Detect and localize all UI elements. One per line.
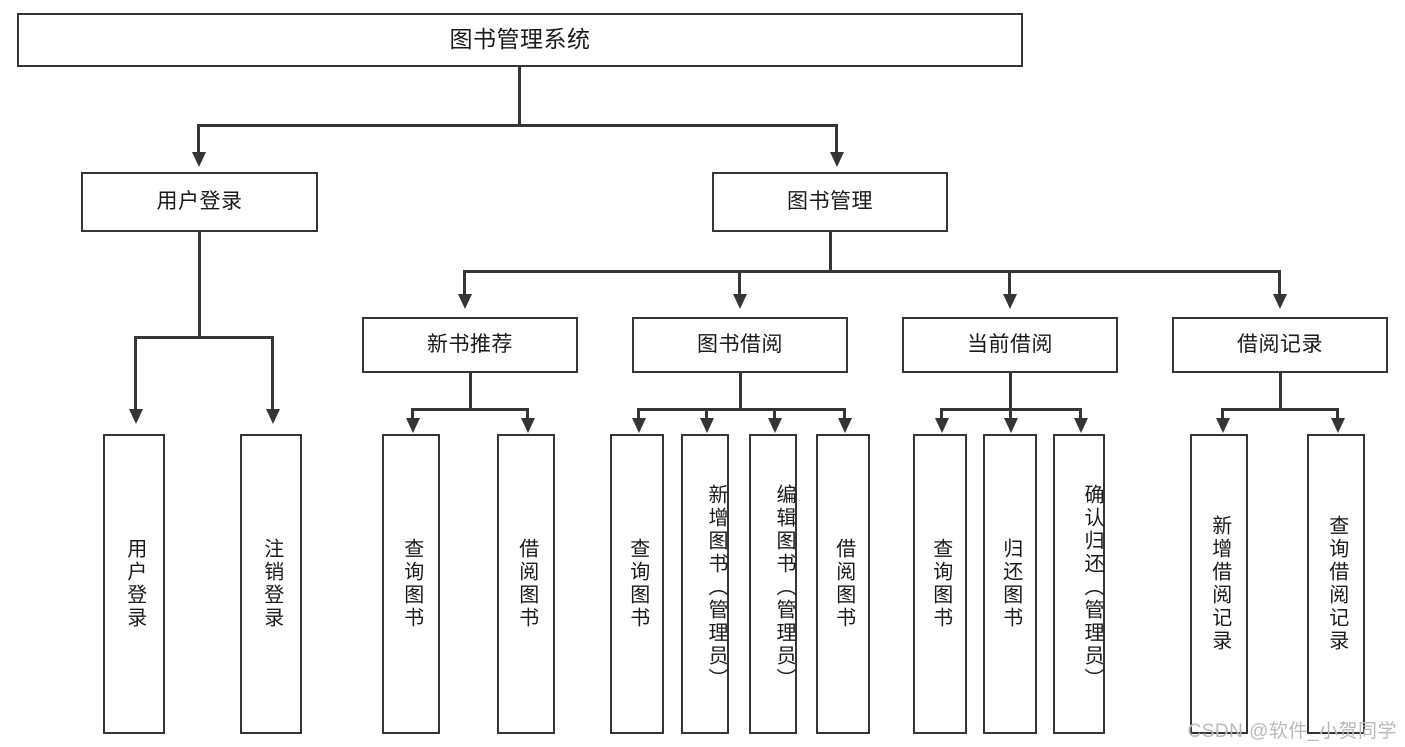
edge-new-book-stem bbox=[469, 373, 472, 408]
node-label: 编辑图书（管理员） bbox=[773, 483, 795, 691]
arrow-cb-to-leaf-3 bbox=[1074, 418, 1088, 433]
edge-bm-to-current-borrow bbox=[1008, 270, 1011, 296]
node-current-borrow[interactable]: 当前借阅 bbox=[902, 317, 1118, 373]
arrow-user-login-to-leaf-2 bbox=[266, 409, 280, 424]
node-label: 图书借阅 bbox=[697, 332, 783, 356]
node-label: 借阅图书 bbox=[515, 538, 538, 630]
node-book-management[interactable]: 图书管理 bbox=[712, 172, 948, 232]
arrow-bm-to-borrow-record bbox=[1273, 294, 1287, 309]
edge-root-bus bbox=[197, 124, 837, 127]
leaf-edit-book-admin[interactable]: 编辑图书（管理员） bbox=[749, 434, 797, 734]
edge-bb-to-leaf-1 bbox=[637, 408, 640, 420]
edge-nb-to-leaf-1 bbox=[411, 408, 414, 420]
leaf-query-book-nb[interactable]: 查询图书 bbox=[382, 434, 440, 734]
arrow-br-to-leaf-2 bbox=[1331, 418, 1345, 433]
node-label: 查询借阅记录 bbox=[1325, 515, 1348, 653]
edge-root-stem bbox=[518, 67, 521, 124]
node-label: 归还图书 bbox=[999, 538, 1022, 630]
arrow-bb-to-leaf-3 bbox=[768, 418, 782, 433]
edge-nb-to-leaf-2 bbox=[526, 408, 529, 420]
leaf-query-borrow-record[interactable]: 查询借阅记录 bbox=[1307, 434, 1365, 734]
leaf-add-borrow-record[interactable]: 新增借阅记录 bbox=[1190, 434, 1248, 734]
edge-cb-to-leaf-3 bbox=[1079, 408, 1082, 420]
edge-bb-to-leaf-2 bbox=[705, 408, 708, 420]
edge-book-borrow-stem bbox=[739, 373, 742, 408]
edge-root-to-user-login bbox=[197, 124, 200, 154]
edge-root-to-book-management bbox=[835, 124, 838, 154]
edge-bm-to-book-borrow bbox=[738, 270, 741, 296]
edge-current-borrow-stem bbox=[1009, 373, 1012, 408]
leaf-user-login[interactable]: 用户登录 bbox=[103, 434, 165, 734]
node-label: 图书管理 bbox=[787, 189, 873, 213]
arrow-bb-to-leaf-4 bbox=[838, 418, 852, 433]
edge-new-book-bus bbox=[411, 408, 528, 411]
edge-bm-to-new-book bbox=[463, 270, 466, 296]
edge-book-borrow-bus bbox=[637, 408, 845, 411]
edge-user-login-bus bbox=[134, 336, 273, 339]
edge-user-login-to-leaf-1 bbox=[134, 336, 137, 411]
node-label: 新书推荐 bbox=[427, 332, 513, 356]
arrow-root-to-book-management bbox=[830, 152, 844, 167]
node-label: 确认归还（管理员） bbox=[1081, 483, 1103, 691]
arrow-bb-to-leaf-2 bbox=[700, 418, 714, 433]
edge-book-management-stem bbox=[829, 232, 832, 270]
node-label: 查询图书 bbox=[929, 538, 952, 630]
edge-br-to-leaf-2 bbox=[1336, 408, 1339, 420]
arrow-nb-to-leaf-1 bbox=[406, 418, 420, 433]
edge-user-login-stem bbox=[198, 232, 201, 336]
arrow-br-to-leaf-1 bbox=[1216, 418, 1230, 433]
edge-user-login-to-leaf-2 bbox=[271, 336, 274, 411]
arrow-cb-to-leaf-1 bbox=[935, 418, 949, 433]
node-label: 图书管理系统 bbox=[449, 26, 591, 53]
edge-bb-to-leaf-4 bbox=[843, 408, 846, 420]
arrow-nb-to-leaf-2 bbox=[521, 418, 535, 433]
node-label: 新增借阅记录 bbox=[1208, 515, 1231, 653]
leaf-borrow-book-nb[interactable]: 借阅图书 bbox=[497, 434, 555, 734]
leaf-query-book-bb[interactable]: 查询图书 bbox=[610, 434, 664, 734]
arrow-cb-to-leaf-2 bbox=[1004, 418, 1018, 433]
edge-book-management-bus bbox=[463, 270, 1280, 273]
node-label: 用户登录 bbox=[123, 538, 146, 630]
arrow-bm-to-new-book bbox=[458, 294, 472, 309]
node-borrow-record[interactable]: 借阅记录 bbox=[1172, 317, 1388, 373]
node-label: 借阅图书 bbox=[832, 538, 855, 630]
node-label: 借阅记录 bbox=[1237, 332, 1323, 356]
edge-bm-to-borrow-record bbox=[1278, 270, 1281, 296]
arrow-bm-to-current-borrow bbox=[1003, 294, 1017, 309]
edge-cb-to-leaf-2 bbox=[1009, 408, 1012, 420]
node-label: 当前借阅 bbox=[967, 332, 1053, 356]
leaf-logout[interactable]: 注销登录 bbox=[240, 434, 302, 734]
arrow-bm-to-book-borrow bbox=[733, 294, 747, 309]
arrow-user-login-to-leaf-1 bbox=[129, 409, 143, 424]
node-label: 查询图书 bbox=[626, 538, 649, 630]
arrow-bb-to-leaf-1 bbox=[632, 418, 646, 433]
leaf-add-book-admin[interactable]: 新增图书（管理员） bbox=[681, 434, 729, 734]
leaf-confirm-return-admin[interactable]: 确认归还（管理员） bbox=[1053, 434, 1105, 734]
node-label: 注销登录 bbox=[260, 538, 283, 630]
leaf-borrow-book-bb[interactable]: 借阅图书 bbox=[816, 434, 870, 734]
node-label: 用户登录 bbox=[156, 189, 243, 213]
node-label: 查询图书 bbox=[400, 538, 423, 630]
node-book-borrow[interactable]: 图书借阅 bbox=[632, 317, 848, 373]
edge-borrow-record-stem bbox=[1279, 373, 1282, 408]
node-new-book-recommend[interactable]: 新书推荐 bbox=[362, 317, 578, 373]
arrow-root-to-user-login bbox=[192, 152, 206, 167]
edge-bb-to-leaf-3 bbox=[773, 408, 776, 420]
edge-br-to-leaf-1 bbox=[1221, 408, 1224, 420]
node-label: 新增图书（管理员） bbox=[705, 483, 727, 691]
node-user-login[interactable]: 用户登录 bbox=[81, 172, 318, 232]
node-root-book-management-system[interactable]: 图书管理系统 bbox=[17, 13, 1023, 67]
leaf-return-book[interactable]: 归还图书 bbox=[983, 434, 1037, 734]
edge-cb-to-leaf-1 bbox=[940, 408, 943, 420]
edge-borrow-record-bus bbox=[1221, 408, 1338, 411]
leaf-query-book-cb[interactable]: 查询图书 bbox=[913, 434, 967, 734]
